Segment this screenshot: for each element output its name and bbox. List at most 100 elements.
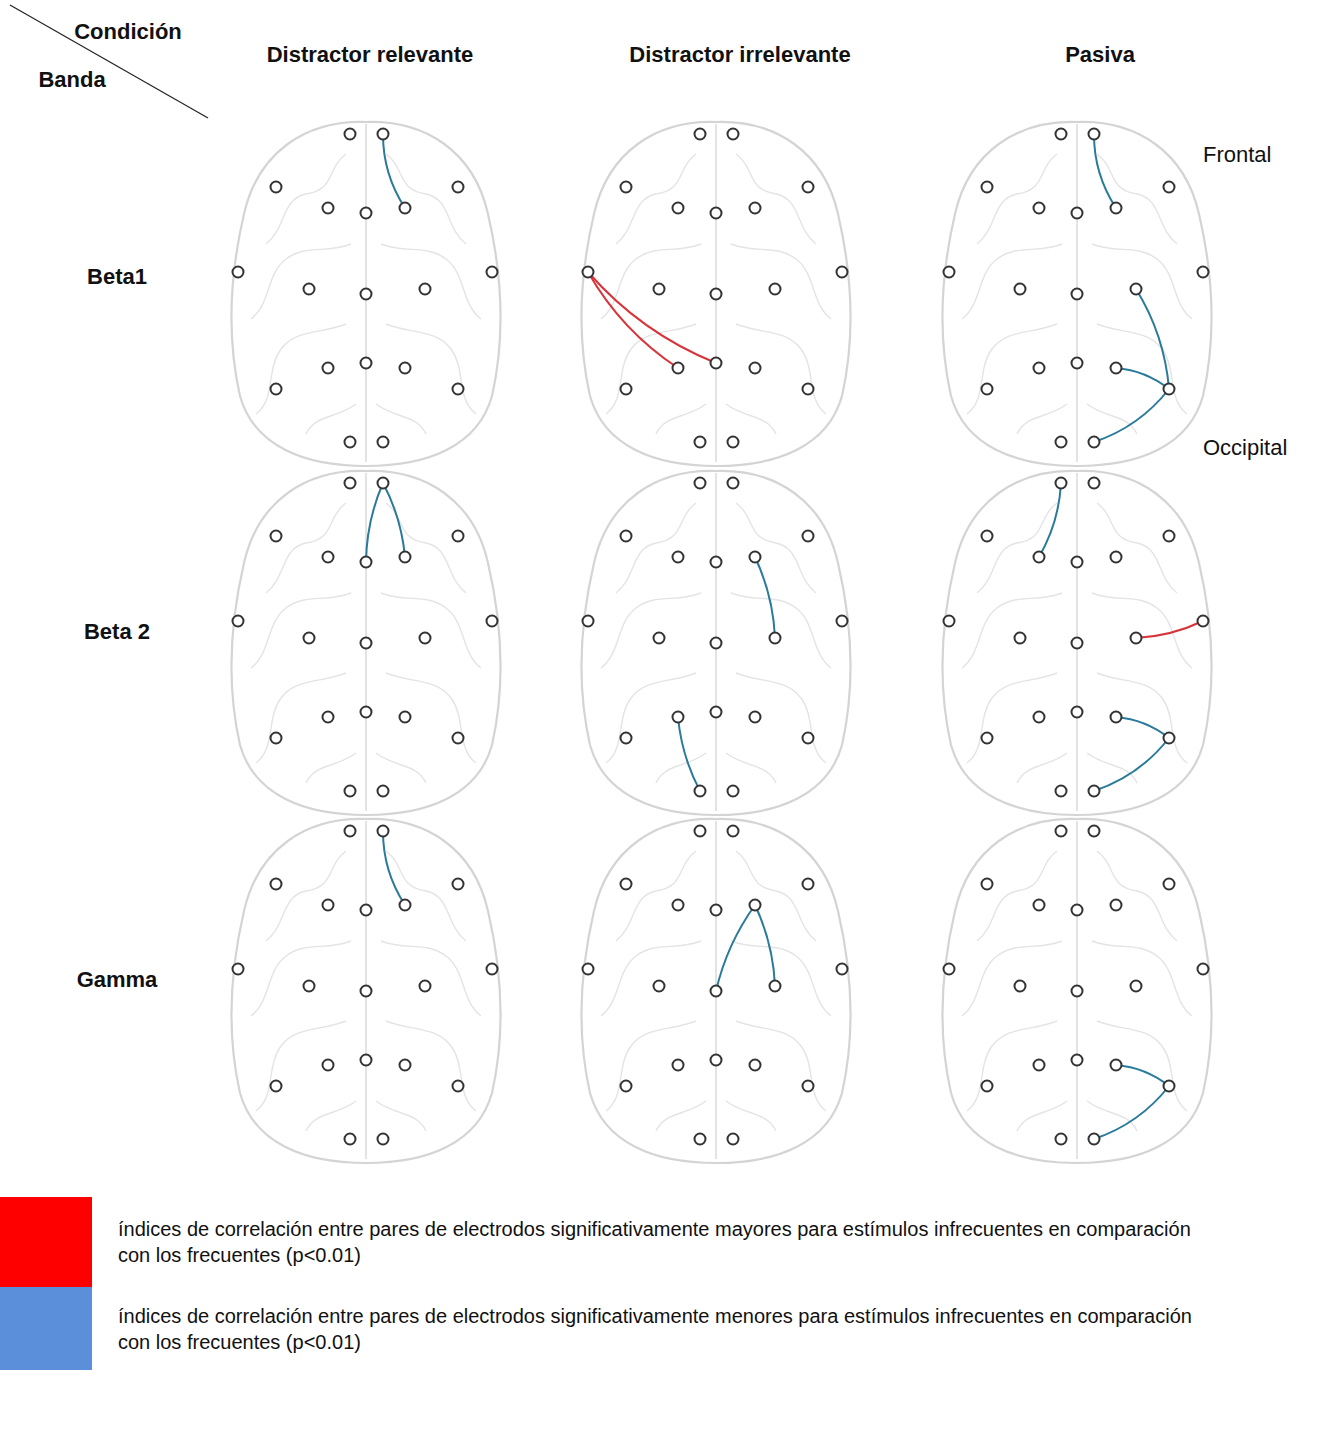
electrode [233,964,244,975]
brain-panel [231,471,500,815]
electrode [982,1081,993,1092]
brain-panel [942,122,1211,466]
brain-gyrus [1097,324,1187,414]
electrode [1131,981,1142,992]
electrode [420,981,431,992]
electrode [378,437,389,448]
brain-gyrus [1017,404,1067,434]
brain-gyrus [736,673,826,763]
connection-line [1116,368,1169,389]
electrode [1164,1081,1175,1092]
electrode [271,733,282,744]
connection-line [1116,717,1169,738]
brain-gyrus [736,503,816,593]
electrode [1034,900,1045,911]
brain-gyrus [1092,941,1192,1016]
brain-outline [231,471,500,815]
electrode [378,478,389,489]
brain-gyrus [616,851,696,941]
brain-gyrus [962,593,1062,668]
brain-gyrus [386,1021,476,1111]
brain-gyrus [266,851,346,941]
brain-gyrus [1087,1101,1137,1131]
electrode [1072,208,1083,219]
brain-gyrus [306,404,356,434]
electrode [1034,203,1045,214]
electrode [583,616,594,627]
electrode [378,129,389,140]
electrode [1198,267,1209,278]
electrode [453,1081,464,1092]
electrode [345,129,356,140]
brain-gyrus [266,154,346,244]
electrode [711,557,722,568]
electrode [1198,964,1209,975]
electrode [1111,363,1122,374]
electrode [728,437,739,448]
brain-gyrus [251,244,351,319]
electrode [400,552,411,563]
electrode [1072,905,1083,916]
connection-line [1094,738,1169,791]
electrode [1056,826,1067,837]
electrode [345,1134,356,1145]
legend-entry: índices de correlación entre pares de el… [0,1287,1317,1370]
electrode [1015,633,1026,644]
electrode [1111,203,1122,214]
brain-gyrus [381,593,481,668]
connection-line [1039,483,1061,557]
brain-gyrus [1017,753,1067,783]
brain-gyrus [601,593,701,668]
brain-gyrus [1097,503,1177,593]
electrode [673,363,684,374]
brain-gyrus [736,154,816,244]
electrode [770,633,781,644]
brain-panel [942,819,1211,1163]
electrode [1015,284,1026,295]
electrode [1056,1134,1067,1145]
electrode [837,964,848,975]
electrode [345,826,356,837]
electrode [944,964,955,975]
orientation-label: Frontal [1203,142,1271,168]
brain-gyrus [601,244,701,319]
header-label: Gamma [77,967,158,993]
brain-gyrus [606,324,696,414]
electrode [361,557,372,568]
electrode [728,478,739,489]
electrode [1111,900,1122,911]
electrode [695,1134,706,1145]
electrode [304,633,315,644]
brain-panel [942,471,1211,815]
brain-panel [581,819,850,1163]
electrode [361,1055,372,1066]
electrode [361,707,372,718]
electrode [323,1060,334,1071]
electrode [361,208,372,219]
electrode [1056,129,1067,140]
electrode [750,1060,761,1071]
brain-gyrus [386,154,466,244]
legend-entry: índices de correlación entre pares de el… [0,1197,1317,1287]
electrode [420,633,431,644]
electrode [233,267,244,278]
axis-label: Banda [38,67,105,93]
electrode [803,879,814,890]
electrode [695,786,706,797]
electrode [803,384,814,395]
brain-outline [942,819,1211,1163]
electrode [400,900,411,911]
header-label: Distractor relevante [267,42,474,68]
brain-gyrus [962,244,1062,319]
electrode [1034,363,1045,374]
electrode [621,879,632,890]
brain-gyrus [656,1101,706,1131]
brain-gyrus [656,404,706,434]
electrode [453,879,464,890]
brain-gyrus [1097,851,1177,941]
header-label: Pasiva [1065,42,1135,68]
electrode [453,531,464,542]
connection-line [1094,389,1169,442]
brain-gyrus [386,324,476,414]
electrode [621,1081,632,1092]
